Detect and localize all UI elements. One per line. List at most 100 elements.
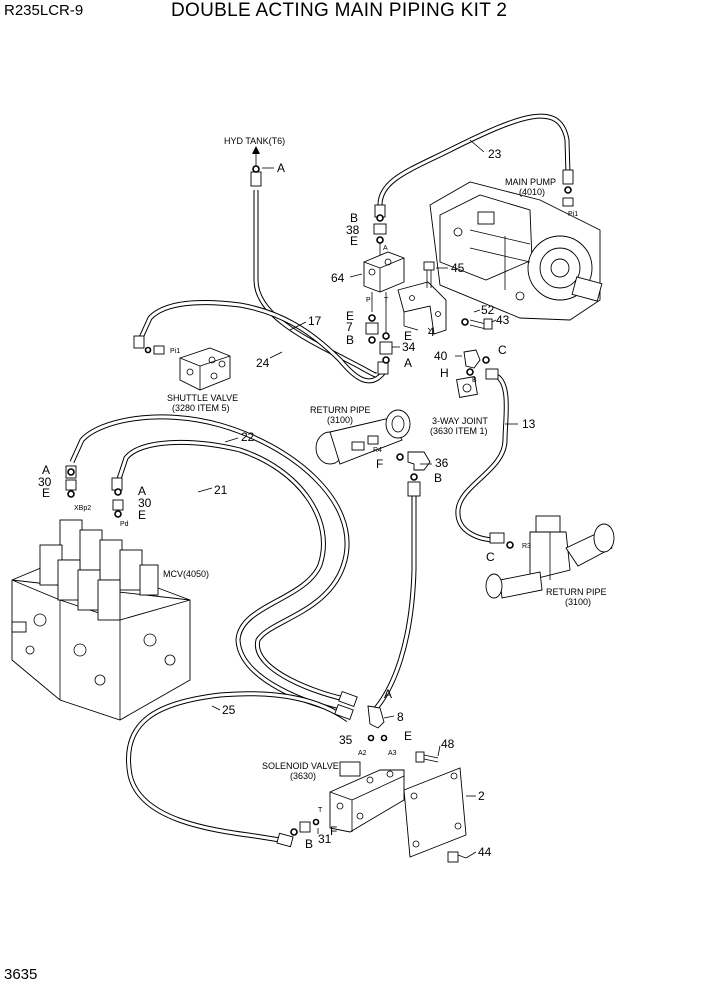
three-way-joint-label: 3-WAY JOINT — [432, 416, 488, 426]
return-pipe-upper-code: (3100) — [327, 415, 353, 425]
callout-31: 31 — [318, 832, 332, 846]
solenoid-valve — [329, 761, 405, 833]
hose-23 — [377, 113, 571, 206]
pilot-block-64 — [363, 240, 405, 340]
mcv-port-fittings — [65, 468, 124, 518]
main-pump — [429, 181, 603, 321]
letter-b: B — [346, 333, 354, 347]
port-r4: R4 — [373, 447, 382, 454]
letter-f: F — [330, 824, 337, 838]
page-number: 3635 — [4, 966, 38, 983]
shuttle-valve-code: (3280 ITEM 5) — [172, 403, 230, 413]
letter-e: E — [404, 729, 412, 743]
hose-13 — [455, 372, 509, 543]
port-b-joint: B — [472, 377, 477, 384]
letter-b: B — [434, 471, 442, 485]
mcv-valve — [11, 519, 191, 721]
callout-22: 22 — [241, 430, 255, 444]
port-t-solenoid: T — [318, 807, 323, 814]
callout-8: 8 — [397, 710, 404, 724]
callout-38: 38 — [346, 223, 360, 237]
leader-lines — [197, 139, 518, 859]
hose-tank-line — [253, 190, 381, 378]
callout-36: 36 — [435, 456, 449, 470]
fitting-31 — [290, 818, 320, 836]
hyd-tank-arrow — [252, 146, 260, 173]
bolt-45 — [423, 261, 435, 288]
callout-2: 2 — [478, 789, 485, 803]
callout-52: 52 — [481, 303, 495, 317]
hose-21 — [115, 439, 346, 715]
mounting-plate-2 — [403, 767, 467, 858]
callout-23: 23 — [488, 147, 502, 161]
fitting-stack-7 — [365, 314, 393, 364]
return-pipe-upper — [315, 409, 411, 465]
three-way-joint — [456, 368, 478, 398]
letter-c: C — [498, 343, 507, 357]
hose-to-solenoid — [368, 495, 417, 717]
elbow-40 — [463, 349, 490, 369]
return-pipe-upper-label: RETURN PIPE — [310, 405, 371, 415]
shuttle-valve — [144, 345, 231, 391]
letter-a: A — [277, 161, 285, 175]
letter-h: H — [440, 366, 449, 380]
port-pi1-shuttle: Pi1 — [170, 348, 180, 355]
main-pump-code: (4010) — [519, 187, 545, 197]
letter-e: E — [404, 329, 412, 343]
letter-e: E — [42, 486, 50, 500]
port-p: P — [366, 297, 371, 304]
callout-21: 21 — [214, 483, 228, 497]
three-way-joint-code: (3630 ITEM 1) — [430, 426, 488, 436]
callout-25: 25 — [222, 703, 236, 717]
hose-22 — [69, 414, 351, 703]
fitting-36 — [396, 451, 431, 481]
return-pipe-lower-code: (3100) — [565, 597, 591, 607]
hose-24 — [137, 300, 386, 384]
callout-4: 4 — [428, 325, 435, 339]
solenoid-valve-code: (3630) — [290, 771, 316, 781]
elbow-8 — [367, 705, 388, 742]
callout-44: 44 — [478, 845, 492, 859]
port-r3: R3 — [522, 543, 531, 550]
port-xbp2: XBp2 — [74, 505, 91, 512]
fitting-stack-38 — [373, 214, 387, 244]
callout-35: 35 — [339, 733, 353, 747]
letter-a: A — [384, 687, 392, 701]
bracket-4 — [397, 281, 447, 335]
callout-64: 64 — [331, 271, 345, 285]
callout-24: 24 — [256, 356, 270, 370]
letter-e: E — [350, 234, 358, 248]
letter-e: E — [346, 309, 354, 323]
bolt-44 — [447, 851, 467, 863]
hose-25 — [126, 691, 350, 843]
port-a3: A3 — [388, 750, 397, 757]
letter-e: E — [138, 508, 146, 522]
callout-43: 43 — [496, 313, 510, 327]
letter-c: C — [486, 550, 495, 564]
callout-30-left: 30 — [38, 475, 52, 489]
bolt-43 — [461, 318, 493, 330]
letter-b: B — [305, 837, 313, 851]
port-pd: Pd — [120, 521, 129, 528]
letter-a: A — [404, 356, 412, 370]
main-pump-label: MAIN PUMP — [505, 177, 556, 187]
port-t: T — [384, 297, 389, 304]
letter-b: B — [350, 211, 358, 225]
model-code: R235LCR-9 — [4, 2, 84, 19]
shuttle-valve-label: SHUTTLE VALVE — [167, 393, 238, 403]
return-pipe-lower-label: RETURN PIPE — [546, 587, 607, 597]
callout-7: 7 — [346, 320, 353, 334]
port-pi1-pump: Pi1 — [568, 211, 578, 218]
letter-f: F — [376, 457, 383, 471]
callout-45: 45 — [451, 261, 465, 275]
port-a2: A2 — [358, 750, 367, 757]
hyd-tank-label: HYD TANK(T6) — [224, 136, 285, 146]
callout-40: 40 — [434, 349, 448, 363]
page-title: DOUBLE ACTING MAIN PIPING KIT 2 — [171, 0, 508, 21]
callout-30-right: 30 — [138, 496, 152, 510]
mcv-label: MCV(4050) — [163, 569, 209, 579]
callout-17: 17 — [308, 314, 322, 328]
return-pipe-lower — [485, 515, 615, 599]
letter-a: A — [42, 463, 50, 477]
